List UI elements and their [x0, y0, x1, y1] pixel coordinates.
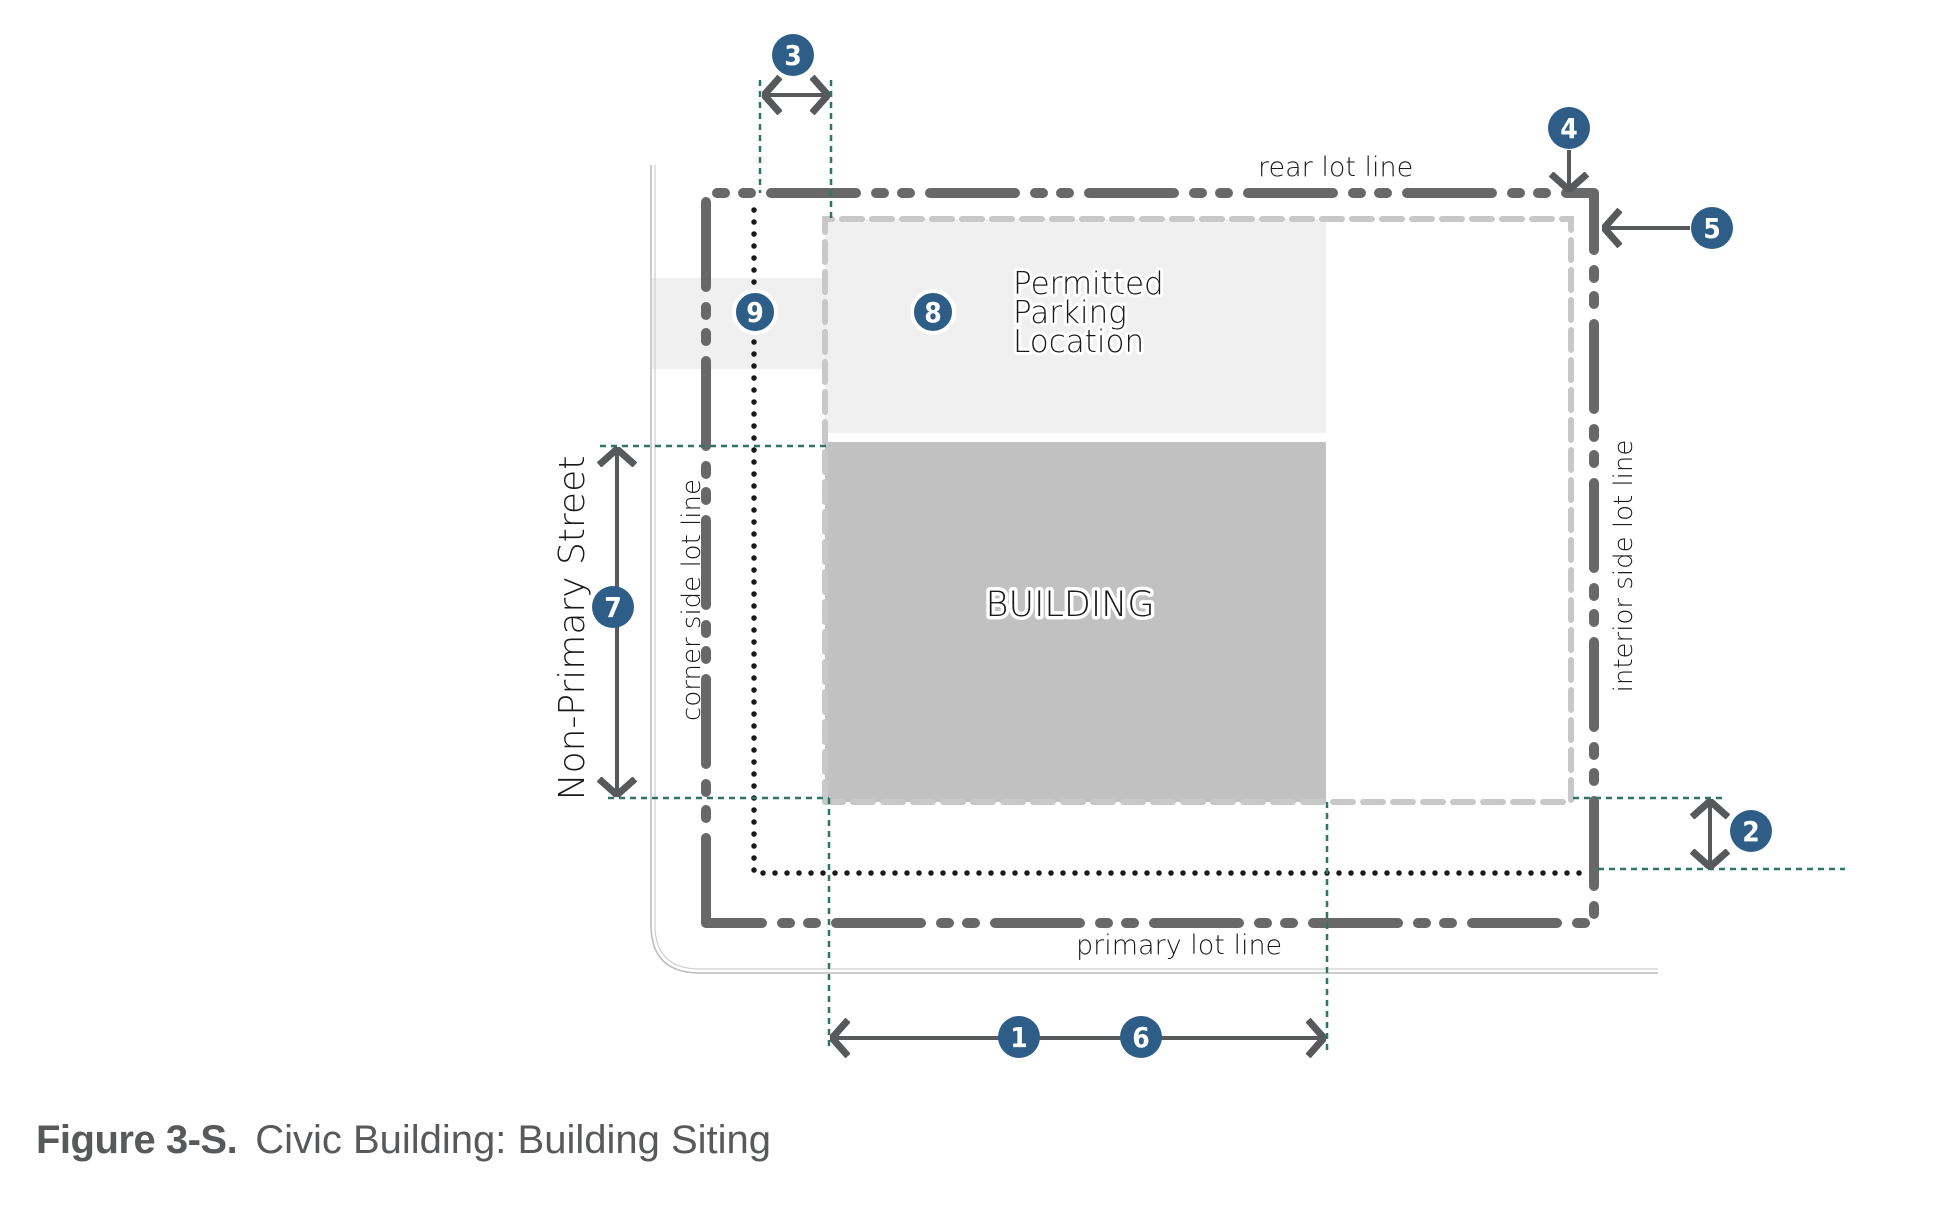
curb-line-inner — [654, 165, 1658, 970]
badge-circle — [592, 586, 634, 628]
figure-number: Figure 3-S. — [36, 1118, 238, 1162]
parking-area — [825, 219, 1326, 433]
badge-circle — [998, 1016, 1040, 1058]
callout-badge-1: 1 — [998, 1016, 1040, 1058]
parking-label-line-3: Location — [1013, 324, 1144, 360]
callout-badge-7: 7 — [592, 586, 634, 628]
parking-label: Permitted Parking Location — [1010, 263, 1167, 363]
street-label: Non-Primary Street — [552, 456, 593, 801]
callout-badge-2: 2 — [1730, 810, 1772, 852]
badge-number: 6 — [1132, 1021, 1150, 1054]
badge-circle — [1548, 107, 1590, 149]
parking-label-line-2: Parking — [1013, 295, 1127, 331]
setback-line — [822, 216, 1574, 805]
callout-badge-3: 3 — [772, 34, 814, 76]
rear-lot-line-label: rear lot line — [1258, 152, 1413, 183]
interior-side-lot-line-label: interior side lot line — [1609, 440, 1639, 693]
badge-number: 7 — [604, 591, 622, 624]
badge-circle — [1691, 207, 1733, 249]
parking-label-line-1: Permitted — [1013, 266, 1164, 302]
figure-title: Civic Building: Building Siting — [255, 1118, 772, 1162]
callout-badge-9: 9 — [732, 289, 778, 335]
figure-caption: Figure 3-S. Civic Building: Building Siti… — [36, 1118, 771, 1163]
building-label: BUILDING — [986, 585, 1155, 625]
badge-number: 9 — [746, 296, 764, 329]
badge-number: 3 — [784, 39, 802, 72]
badge-number: 8 — [924, 296, 942, 329]
lot-line — [701, 188, 1599, 928]
badge-number: 4 — [1560, 112, 1578, 145]
callout-badge-6: 6 — [1120, 1016, 1162, 1058]
primary-lot-line-label: primary lot line — [1076, 930, 1282, 961]
badge-circle — [1730, 810, 1772, 852]
dimension-arrows — [617, 95, 1710, 1038]
guide-lines — [600, 80, 1845, 1050]
callout-badges: 1 2 3 4 5 6 7 8 9 — [592, 34, 1772, 1058]
badge-circle — [910, 289, 956, 335]
building-footprint — [825, 442, 1326, 802]
callout-badge-4: 4 — [1548, 107, 1590, 149]
badge-number: 2 — [1742, 815, 1760, 848]
callout-badge-5: 5 — [1691, 207, 1733, 249]
callout-badge-8: 8 — [910, 289, 956, 335]
corner-side-lot-line-label: corner side lot line — [677, 479, 707, 721]
badge-number: 5 — [1703, 212, 1721, 245]
badge-circle — [772, 34, 814, 76]
badge-circle — [732, 289, 778, 335]
badge-circle — [1120, 1016, 1162, 1058]
badge-number: 1 — [1010, 1021, 1028, 1054]
curb-line — [650, 165, 1658, 974]
